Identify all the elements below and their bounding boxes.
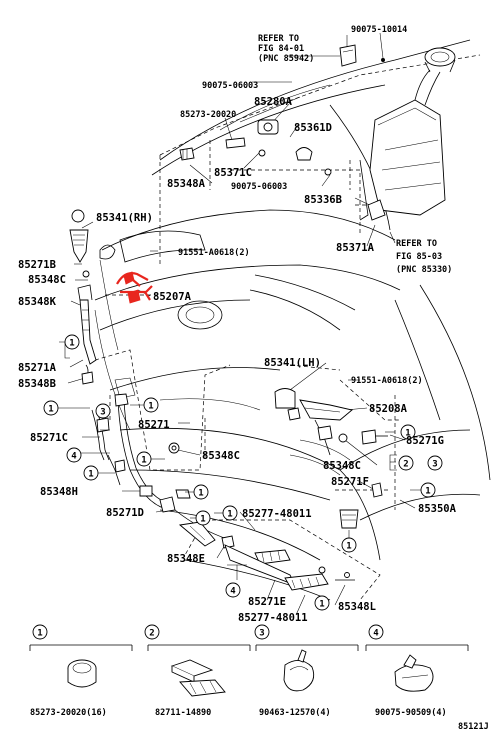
callout-connectors xyxy=(58,341,428,580)
washer-pump-icon xyxy=(179,119,332,176)
callout-1: 1 xyxy=(88,470,93,480)
callout-1: 1 xyxy=(148,402,153,412)
legend-part-2: 82711-14890 xyxy=(155,708,211,718)
part-labels: 90075-10014 REFER TO FIG 84-01 (PNC 8594… xyxy=(18,25,457,624)
part-label: 85348B xyxy=(18,378,56,390)
part-label: (PNC 85942) xyxy=(258,54,314,64)
part-label: 90075-06003 xyxy=(202,81,258,91)
legend-part-1: 85273-20020(16) xyxy=(30,708,107,718)
left-nozzle-parts xyxy=(69,209,116,385)
callout-1: 1 xyxy=(425,487,430,497)
part-label: 85348A xyxy=(167,178,206,190)
part-label: 85341(RH) xyxy=(96,212,153,224)
part-label: REFER TO xyxy=(258,34,299,44)
part-label: 85336B xyxy=(304,194,342,206)
callout-3: 3 xyxy=(432,460,437,470)
legend-callout-3: 3 xyxy=(259,629,264,639)
leader-lines xyxy=(67,32,416,616)
part-label: 85277-48011 xyxy=(242,508,312,520)
highlighted-part-85207a xyxy=(116,271,153,304)
part-label: 85371C xyxy=(214,167,252,179)
part-label: (PNC 85330) xyxy=(396,265,452,275)
part-label: 85280A xyxy=(254,96,293,108)
part-label: FIG 84-01 xyxy=(258,44,304,54)
bracket-clip-icon xyxy=(339,44,385,67)
callout-1: 1 xyxy=(346,542,351,552)
part-label: 85271G xyxy=(406,435,444,447)
callout-1: 1 xyxy=(227,510,232,520)
assembly-dashed-outline xyxy=(94,54,481,601)
vehicle-body-outline xyxy=(94,39,491,601)
callout-3: 3 xyxy=(100,408,105,418)
part-label: 85273-20020 xyxy=(180,110,236,120)
callout-1: 1 xyxy=(198,489,203,499)
part-label: 85361D xyxy=(294,122,332,134)
part-label: 85271D xyxy=(106,507,144,519)
part-label: 85348C xyxy=(28,274,66,286)
legend-callout-4: 4 xyxy=(373,629,379,639)
part-label: 90075-10014 xyxy=(351,25,407,35)
part-label: 85350A xyxy=(418,503,457,515)
part-label: 91551-A0618(2) xyxy=(351,376,423,386)
part-label: 85348L xyxy=(338,601,376,613)
part-label: 85348K xyxy=(18,296,57,308)
callout-1: 1 xyxy=(319,600,324,610)
part-label: 85271 xyxy=(138,419,170,431)
legend: 1 2 3 4 xyxy=(29,624,469,718)
part-label: 85271E xyxy=(248,596,286,608)
washer-tank-icon xyxy=(359,47,456,221)
part-label: 85208A xyxy=(369,403,408,415)
bracket-clip-icon xyxy=(170,659,226,697)
callout-1: 1 xyxy=(200,515,205,525)
callout-1: 1 xyxy=(405,429,410,439)
part-label: 85348C xyxy=(202,450,240,462)
part-label: FIG 85-03 xyxy=(396,252,442,262)
part-label: 85341(LH) xyxy=(264,357,321,369)
part-label: 85348E xyxy=(167,553,205,565)
part-label: 85348H xyxy=(40,486,78,498)
callout-circles: 1 1 3 1 4 1 1 1 1 1 4 1 1 1 2 3 1 xyxy=(43,334,443,611)
lower-pump-parts xyxy=(175,489,355,591)
part-label: 85277-48011 xyxy=(238,612,308,624)
hose-clamp-icon xyxy=(67,659,97,688)
part-label: REFER TO xyxy=(396,239,437,249)
callout-1: 1 xyxy=(48,405,53,415)
callout-1: 1 xyxy=(69,339,74,349)
callout-4: 4 xyxy=(230,587,236,597)
part-label: 90075-06003 xyxy=(231,182,287,192)
part-label: 85371A xyxy=(336,242,375,254)
part-label: 85271F xyxy=(331,476,369,488)
callout-4: 4 xyxy=(71,452,77,462)
legend-part-3: 90463-12570(4) xyxy=(259,708,331,718)
legend-callout-1: 1 xyxy=(37,629,42,639)
part-label: 85271B xyxy=(18,259,56,271)
part-label: 85271A xyxy=(18,362,57,374)
right-nozzle-parts xyxy=(274,388,388,529)
retainer-clip-icon xyxy=(394,654,434,692)
callout-1: 1 xyxy=(141,456,146,466)
legend-part-4: 90075-90509(4) xyxy=(375,708,447,718)
part-label: 85348C xyxy=(323,460,361,472)
legend-callout-2: 2 xyxy=(149,629,154,639)
part-label: 85207A xyxy=(153,291,192,303)
part-label: 85271C xyxy=(30,432,68,444)
callout-2: 2 xyxy=(403,460,408,470)
part-label: 91551-A0618(2) xyxy=(178,248,250,258)
figure-id: 85121J xyxy=(458,722,489,731)
spring-clip-icon xyxy=(283,649,315,692)
